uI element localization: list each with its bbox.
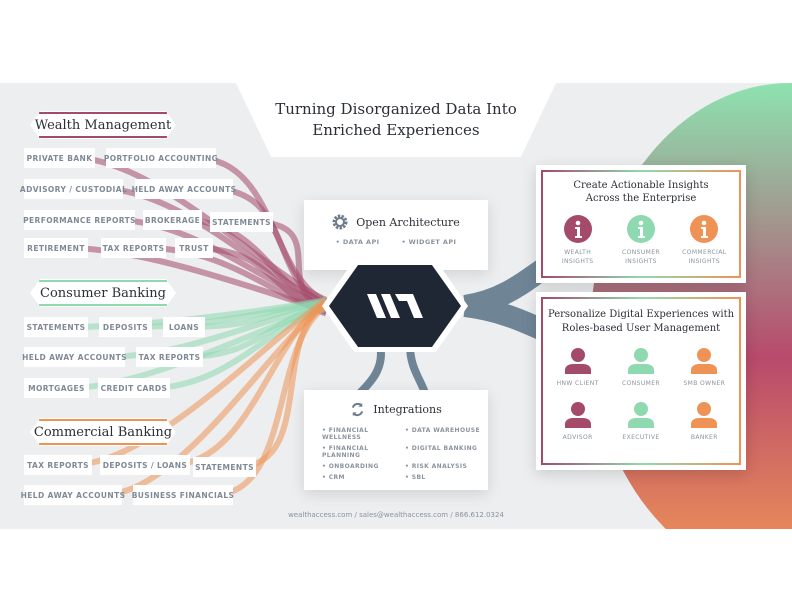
role-label: SMB OWNER: [683, 380, 726, 387]
headline-line-1: Turning Disorganized Data Into: [275, 100, 517, 118]
integration-item: • CRM: [322, 474, 345, 481]
info-icon: [563, 215, 592, 243]
contact-footer: wealthaccess.com / sales@wealthaccess.co…: [288, 511, 504, 519]
flow-line: [212, 303, 328, 498]
data-source-tag: DEPOSITS / LOANS: [100, 455, 190, 475]
data-source-tag: STATEMENTS: [210, 212, 273, 232]
insight-label-2: INSIGHTS: [625, 258, 657, 265]
role-item: CONSUMER: [609, 348, 672, 388]
role-item: BANKER: [673, 402, 736, 442]
insights-card: Create Actionable Insights Across the En…: [536, 165, 746, 283]
integrations-card: Integrations • FINANCIAL WELLNESS • DATA …: [304, 390, 488, 490]
stream-to-integrations: [357, 344, 385, 396]
role-label: CONSUMER: [622, 380, 660, 387]
integration-item: • ONBOARDING: [322, 463, 379, 470]
info-icon: [690, 215, 719, 243]
role-item: ADVISOR: [546, 402, 609, 442]
user-icon: [691, 402, 718, 428]
integration-item: • FINANCIAL WELLNESS: [322, 427, 369, 441]
insight-item: COMMERCIAL INSIGHTS: [673, 215, 736, 266]
data-source-tag: DEPOSITS: [99, 317, 152, 337]
insight-label-2: INSIGHTS: [561, 258, 594, 265]
item-widget-api: • WIDGET API: [401, 238, 457, 246]
wealth-access-hub: [322, 260, 468, 352]
role-label: EXECUTIVE: [622, 434, 660, 441]
info-icon: [626, 215, 655, 243]
data-source-tag: TAX REPORTS: [136, 347, 203, 367]
refresh-icon: [352, 402, 364, 417]
stream-to-integrations: [406, 344, 429, 395]
data-source-tag: ADVISORY / CUSTODIAL: [20, 179, 127, 199]
user-icon: [691, 348, 718, 374]
open-architecture-card: Open Architecture • DATA API • WIDGET AP…: [304, 200, 488, 270]
flow-line: [252, 219, 328, 312]
open-architecture-title: Open Architecture: [356, 215, 460, 229]
data-source-tag: CREDIT CARDS: [98, 378, 170, 398]
wealth-access-logo: [367, 294, 423, 318]
section-header: Commercial Banking: [30, 418, 176, 446]
integration-item: • SBL: [405, 474, 426, 481]
insights-title-line-2: Across the Enterprise: [585, 193, 697, 204]
section-header: Consumer Banking: [30, 279, 176, 307]
insight-label-1: CONSUMER: [622, 249, 660, 256]
data-source-tag: BUSINESS FINANCIALS: [132, 485, 234, 505]
gear-icon: [332, 214, 348, 230]
user-icon: [627, 348, 654, 374]
insight-item: WEALTH INSIGHTS: [546, 215, 609, 266]
insight-label-1: COMMERCIAL: [682, 249, 727, 256]
data-source-tag: LOANS: [163, 317, 205, 337]
role-item: SMB OWNER: [673, 348, 736, 388]
data-source-tag: BROKERAGE: [143, 210, 202, 230]
insight-item: CONSUMER INSIGHTS: [609, 215, 672, 266]
role-label: ADVISOR: [562, 434, 593, 441]
integration-item: • DIGITAL BANKING: [405, 445, 478, 452]
insights-title-line-1: Create Actionable Insights: [573, 180, 709, 191]
role-item: HNW CLIENT: [546, 348, 609, 388]
section-header: Wealth Management: [30, 111, 176, 139]
data-source-tag: HELD AWAY ACCOUNTS: [22, 347, 127, 367]
data-source-tag: STATEMENTS: [24, 317, 88, 337]
data-source-tag: PORTFOLIO ACCOUNTING: [104, 148, 218, 168]
data-source-tag: TAX REPORTS: [101, 238, 166, 258]
integration-item: • RISK ANALYSIS: [405, 463, 468, 470]
role-label: BANKER: [690, 434, 718, 441]
data-source-tag: HELD AWAY ACCOUNTS: [21, 485, 125, 505]
roles-title-line-1: Personalize Digital Experiences with: [547, 309, 735, 320]
integration-item: • FINANCIAL PLANNING: [322, 445, 369, 459]
data-source-tag: TAX REPORTS: [24, 455, 92, 475]
user-icon: [627, 402, 654, 428]
roles-card: Personalize Digital Experiences with Rol…: [536, 292, 746, 470]
data-source-tag: PRIVATE BANK: [24, 148, 95, 168]
data-source-tag: HELD AWAY ACCOUNTS: [132, 179, 236, 199]
role-label: HNW CLIENT: [556, 380, 599, 387]
role-item: EXECUTIVE: [609, 402, 672, 442]
data-source-tag: STATEMENTS: [193, 457, 256, 477]
integration-item: • DATA WAREHOUSE: [405, 427, 480, 434]
insight-label-1: WEALTH: [564, 249, 592, 256]
user-icon: [564, 348, 591, 374]
data-source-tag: PERFORMANCE REPORTS: [23, 210, 135, 230]
data-source-tag: RETIREMENT: [24, 238, 88, 258]
insight-label-2: INSIGHTS: [688, 258, 721, 265]
headline-line-2: Enriched Experiences: [312, 121, 480, 139]
data-source-tag: MORTGAGES: [24, 378, 89, 398]
user-icon: [564, 402, 591, 428]
data-source-tag: TRUST: [175, 238, 213, 258]
roles-title-line-2: Roles-based User Management: [561, 323, 721, 334]
item-data-api: • DATA API: [335, 238, 380, 246]
headline: Turning Disorganized Data Into Enriched …: [236, 83, 556, 157]
integrations-title: Integrations: [373, 403, 442, 416]
